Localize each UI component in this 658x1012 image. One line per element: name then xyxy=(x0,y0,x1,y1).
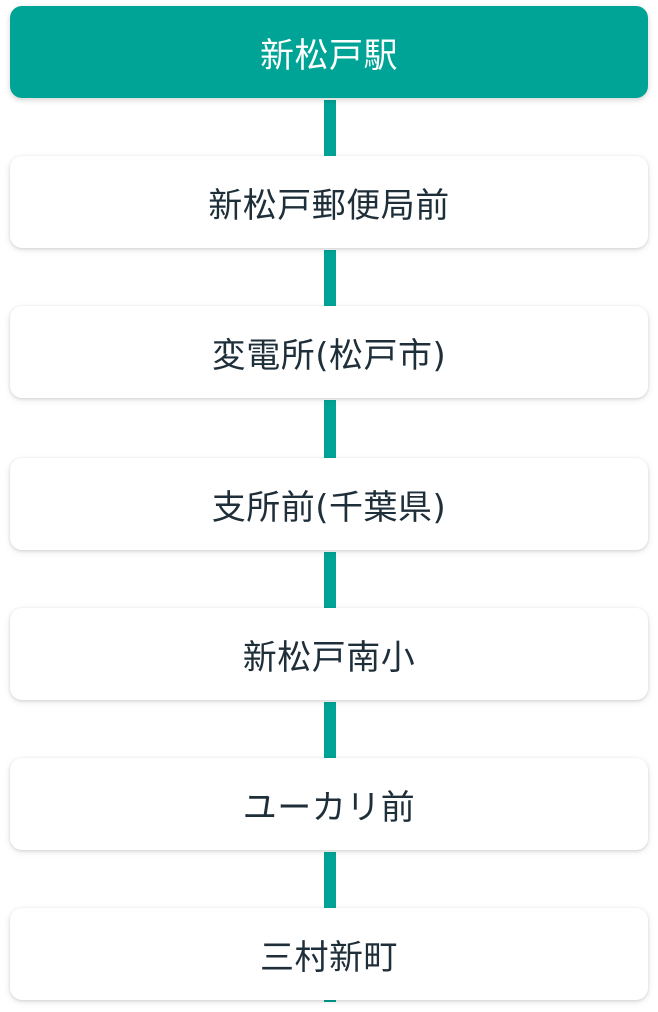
stop-label: ユーカリ前 xyxy=(242,787,416,828)
stop-item[interactable]: 新松戸郵便局前 xyxy=(10,156,648,248)
stop-item[interactable]: 三村新町 xyxy=(10,908,648,1000)
route-connector xyxy=(324,702,336,758)
stop-item[interactable]: ユーカリ前 xyxy=(10,758,648,850)
stop-label: 新松戸郵便局前 xyxy=(208,185,450,226)
route-connector xyxy=(324,400,336,458)
route-connector xyxy=(324,552,336,608)
stop-item[interactable]: 支所前(千葉県) xyxy=(10,458,648,550)
stop-item[interactable]: 変電所(松戸市) xyxy=(10,306,648,398)
stop-item-current[interactable]: 新松戸駅 xyxy=(10,6,648,98)
route-connector xyxy=(324,250,336,306)
route-connector xyxy=(324,100,336,156)
stop-label: 支所前(千葉県) xyxy=(211,487,447,528)
stop-label: 変電所(松戸市) xyxy=(211,335,447,376)
route-connector xyxy=(324,852,336,908)
stop-label: 新松戸駅 xyxy=(260,35,398,76)
stop-label: 新松戸南小 xyxy=(242,637,416,678)
stop-label: 三村新町 xyxy=(260,937,398,978)
stop-item[interactable]: 新松戸南小 xyxy=(10,608,648,700)
